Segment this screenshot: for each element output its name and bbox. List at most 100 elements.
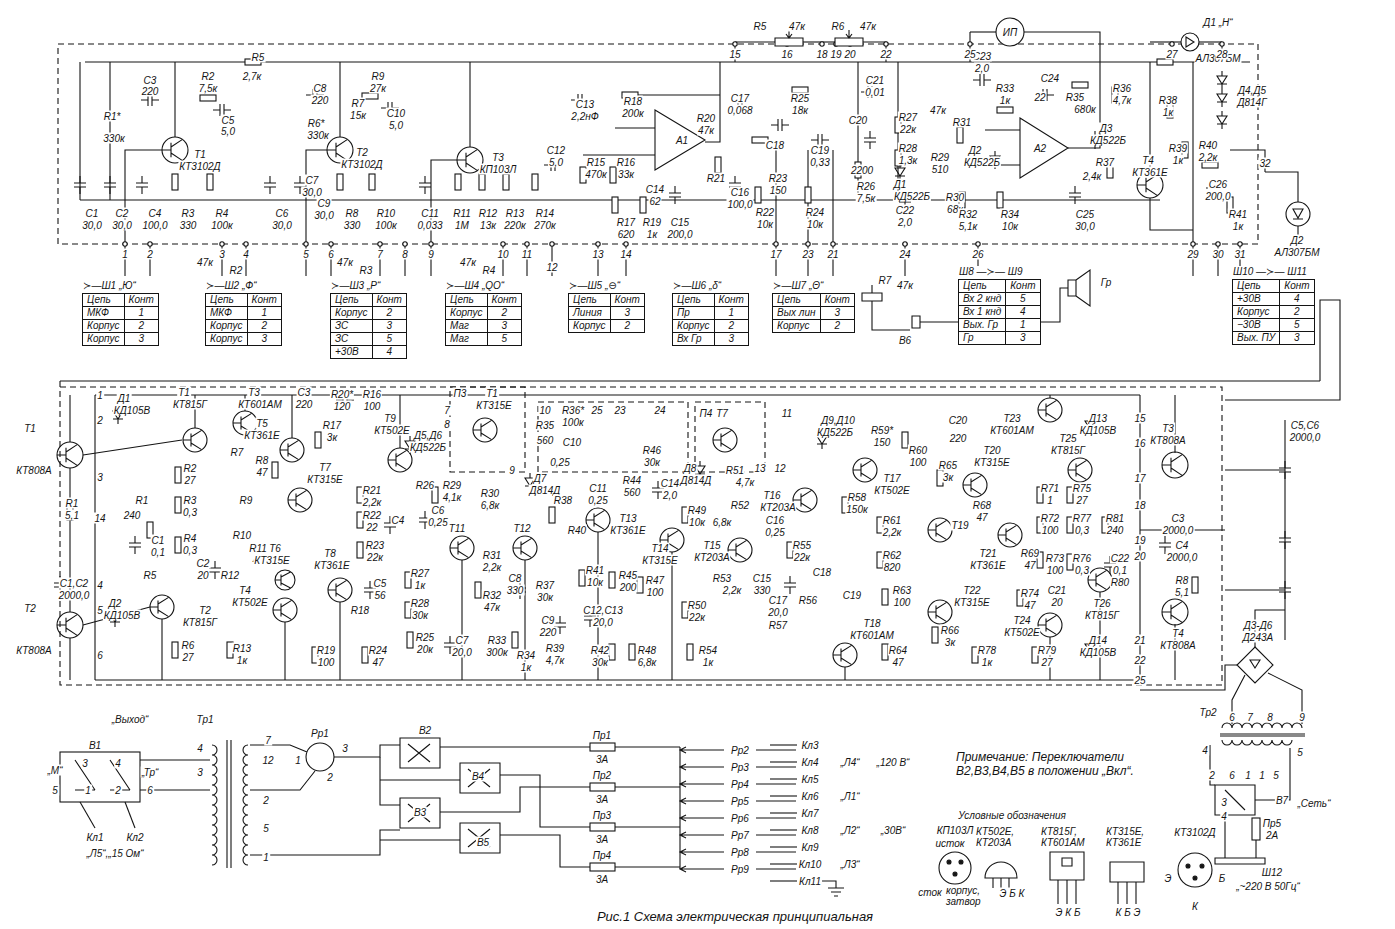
schematic-label: Д814Д [680, 475, 713, 486]
schematic-label: Кл10 [798, 859, 823, 870]
pin-terminal [884, 42, 888, 46]
schematic-label: В7 [1275, 795, 1289, 806]
schematic-label: 200 [619, 582, 638, 593]
schematic-label: 3 [218, 249, 226, 260]
table-cell: Корпус [331, 307, 373, 320]
schematic-label: 14 [93, 513, 106, 524]
table-cell: Цепь [1233, 280, 1280, 293]
schematic-label: C21 [1047, 585, 1067, 596]
schematic-label: Кл11 [798, 876, 822, 887]
table-cell: Корпус [206, 333, 248, 345]
schematic-label: КД105В [113, 405, 151, 416]
transistor-symbol [1162, 599, 1188, 625]
schematic-label: „30В“ [880, 825, 906, 836]
schematic-label: 1,3к [898, 155, 919, 166]
pin-terminal [806, 242, 810, 246]
potentiometer-symbol [775, 30, 882, 301]
schematic-label: 4,1к [442, 492, 463, 503]
schematic-label: R17 [322, 420, 342, 431]
schematic-label: R76 [1072, 553, 1092, 564]
resistor-symbol [1192, 577, 1198, 593]
schematic-label: R19 [316, 645, 336, 656]
connector-table: ≻—Ш3 „Р“ЦепьКонтКорпус2ЗС3ЗС5+30В4 [330, 280, 407, 359]
schematic-label: КД105В [1079, 425, 1117, 436]
schematic-label: КТ815Г [172, 399, 208, 410]
schematic-label: T2 [23, 603, 37, 614]
schematic-label: Б [1218, 873, 1227, 884]
table-cell: Гр [959, 332, 1006, 344]
schematic-label: C3 [1171, 513, 1186, 524]
schematic-label: 560 [536, 435, 555, 446]
schematic-label: R36* [561, 405, 585, 416]
terminal-lead [770, 795, 797, 796]
table-cell: МКФ [206, 307, 248, 320]
schematic-label: 9 [1298, 712, 1306, 723]
schematic-label: КТ361Е [313, 560, 350, 571]
schematic-label: R53 [712, 573, 732, 584]
schematic-label: 4,7к [545, 655, 566, 666]
schematic-label: 5,1к [958, 221, 979, 232]
wire [822, 881, 836, 888]
led-symbol [1186, 37, 1194, 47]
table-grid: ЦепьКонтВх 2 кнд5Вх 1 кнд4Вых. Гр1Гр3 [958, 279, 1041, 345]
package-pin [1186, 864, 1190, 868]
table-grid: ЦепьКонтМКФ1Корпус2Корпус3 [205, 293, 282, 346]
schematic-label: R59* [870, 425, 894, 436]
schematic-label: 2200 [850, 165, 874, 176]
schematic-label: К Б Э [1115, 907, 1142, 918]
schematic-label: 24 [898, 249, 911, 260]
schematic-label: 28 [1215, 49, 1228, 60]
schematic-label: корпус, затвор [945, 885, 992, 907]
schematic-label: C24 [1040, 73, 1060, 84]
schematic-label: 9 [427, 249, 435, 260]
table-cell: Конт [611, 294, 644, 307]
transistor-symbol [162, 137, 188, 163]
schematic-label: 0,068 [726, 105, 753, 116]
wire [94, 395, 95, 680]
table-cell: 1 [715, 307, 748, 320]
schematic-label: R38 [1158, 95, 1178, 106]
connector-table: ≻—Ш7 „Θ“ЦепьКонтВых лин3Корпус2 [772, 280, 855, 333]
resistor-symbol [715, 157, 721, 173]
schematic-label: 330 [179, 220, 198, 231]
schematic-label: C7 [455, 635, 470, 646]
resistor-symbol [1157, 59, 1173, 65]
transistor-symbol [928, 518, 952, 542]
transistor-symbol [928, 600, 952, 624]
schematic-label: Д814Г [1236, 97, 1267, 108]
schematic-label: R7 [230, 447, 245, 458]
transistor-symbol [998, 523, 1022, 547]
schematic-label: C1 [85, 208, 100, 219]
terminal-lead [770, 761, 797, 762]
resistor-symbol [640, 197, 646, 213]
schematic-label: 100к [561, 417, 584, 428]
schematic-label: 1 [121, 249, 129, 260]
schematic-label: R35 [535, 420, 555, 431]
schematic-label: 12 [773, 463, 786, 474]
schematic-label: 33к [617, 169, 635, 180]
schematic-label: 100 [363, 401, 382, 412]
table-cell: 5 [1006, 293, 1039, 306]
package-pin [947, 860, 951, 864]
schematic-label: В6 [898, 335, 912, 346]
jack-symbol [912, 316, 920, 328]
schematic-label: 1 [84, 785, 92, 796]
schematic-label: „М“ [47, 765, 64, 776]
schematic-label: R26 [415, 480, 435, 491]
schematic-label: R46 [642, 445, 662, 456]
table-cell: Вых. ПУ [1233, 332, 1280, 344]
schematic-label: 30к [536, 592, 554, 603]
schematic-label: КТ315Е [973, 457, 1010, 468]
schematic-label: 3А [595, 834, 609, 845]
table-cell: ЗС [331, 333, 373, 346]
wire [1225, 589, 1285, 590]
transistor-leads [1038, 400, 1057, 419]
schematic-label: R25 [790, 93, 810, 104]
schematic-label: R49 [687, 505, 707, 516]
wire [1199, 41, 1222, 42]
transistor-leads [162, 140, 182, 161]
connector-table: Ш10 —≻— Ш11ЦепьКонт+30В4Корпус2−30В5Вых.… [1232, 266, 1315, 345]
schematic-label: 330 [343, 220, 362, 231]
wire [679, 747, 680, 869]
schematic-label: C20 [948, 415, 968, 426]
